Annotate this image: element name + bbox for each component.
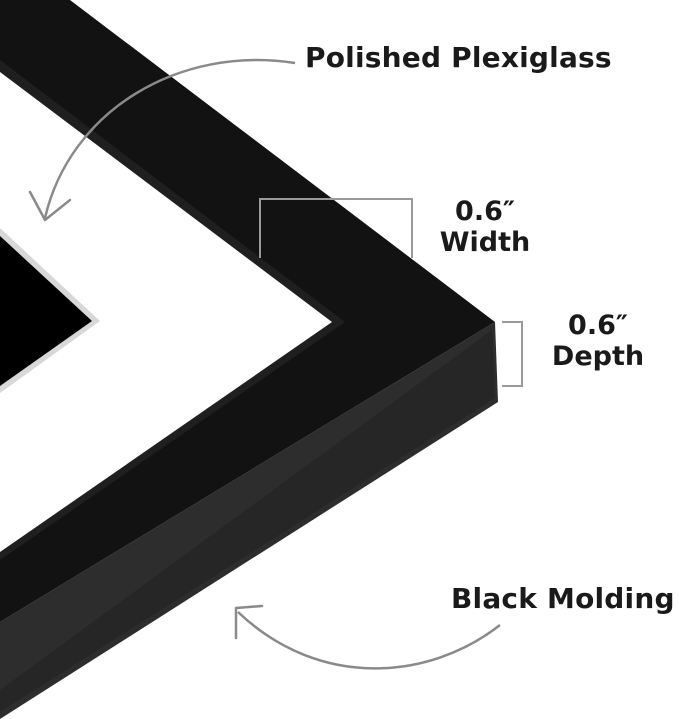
mat-bevel-edge (0, 228, 100, 393)
depth-bracket (502, 321, 523, 387)
width-label: 0.6″ Width (430, 196, 540, 258)
width-value: 0.6″ (455, 196, 515, 227)
frame-side-edge-highlight (0, 330, 495, 712)
width-bracket (259, 198, 413, 258)
width-text: Width (439, 227, 531, 259)
molding-arrow-curve (237, 611, 501, 670)
molding-arrow-head (234, 604, 264, 640)
white-mat (0, 72, 332, 552)
depth-value: 0.6″ (568, 310, 628, 341)
plexiglass-label: Polished Plexiglass (305, 41, 612, 74)
artwork-area (0, 236, 92, 386)
molding-label: Black Molding (451, 582, 675, 615)
depth-text: Depth (551, 341, 645, 373)
plexiglass-arrow-curve (43, 58, 296, 219)
plexiglass-arrow-head (28, 190, 72, 222)
depth-label: 0.6″ Depth (546, 310, 650, 372)
